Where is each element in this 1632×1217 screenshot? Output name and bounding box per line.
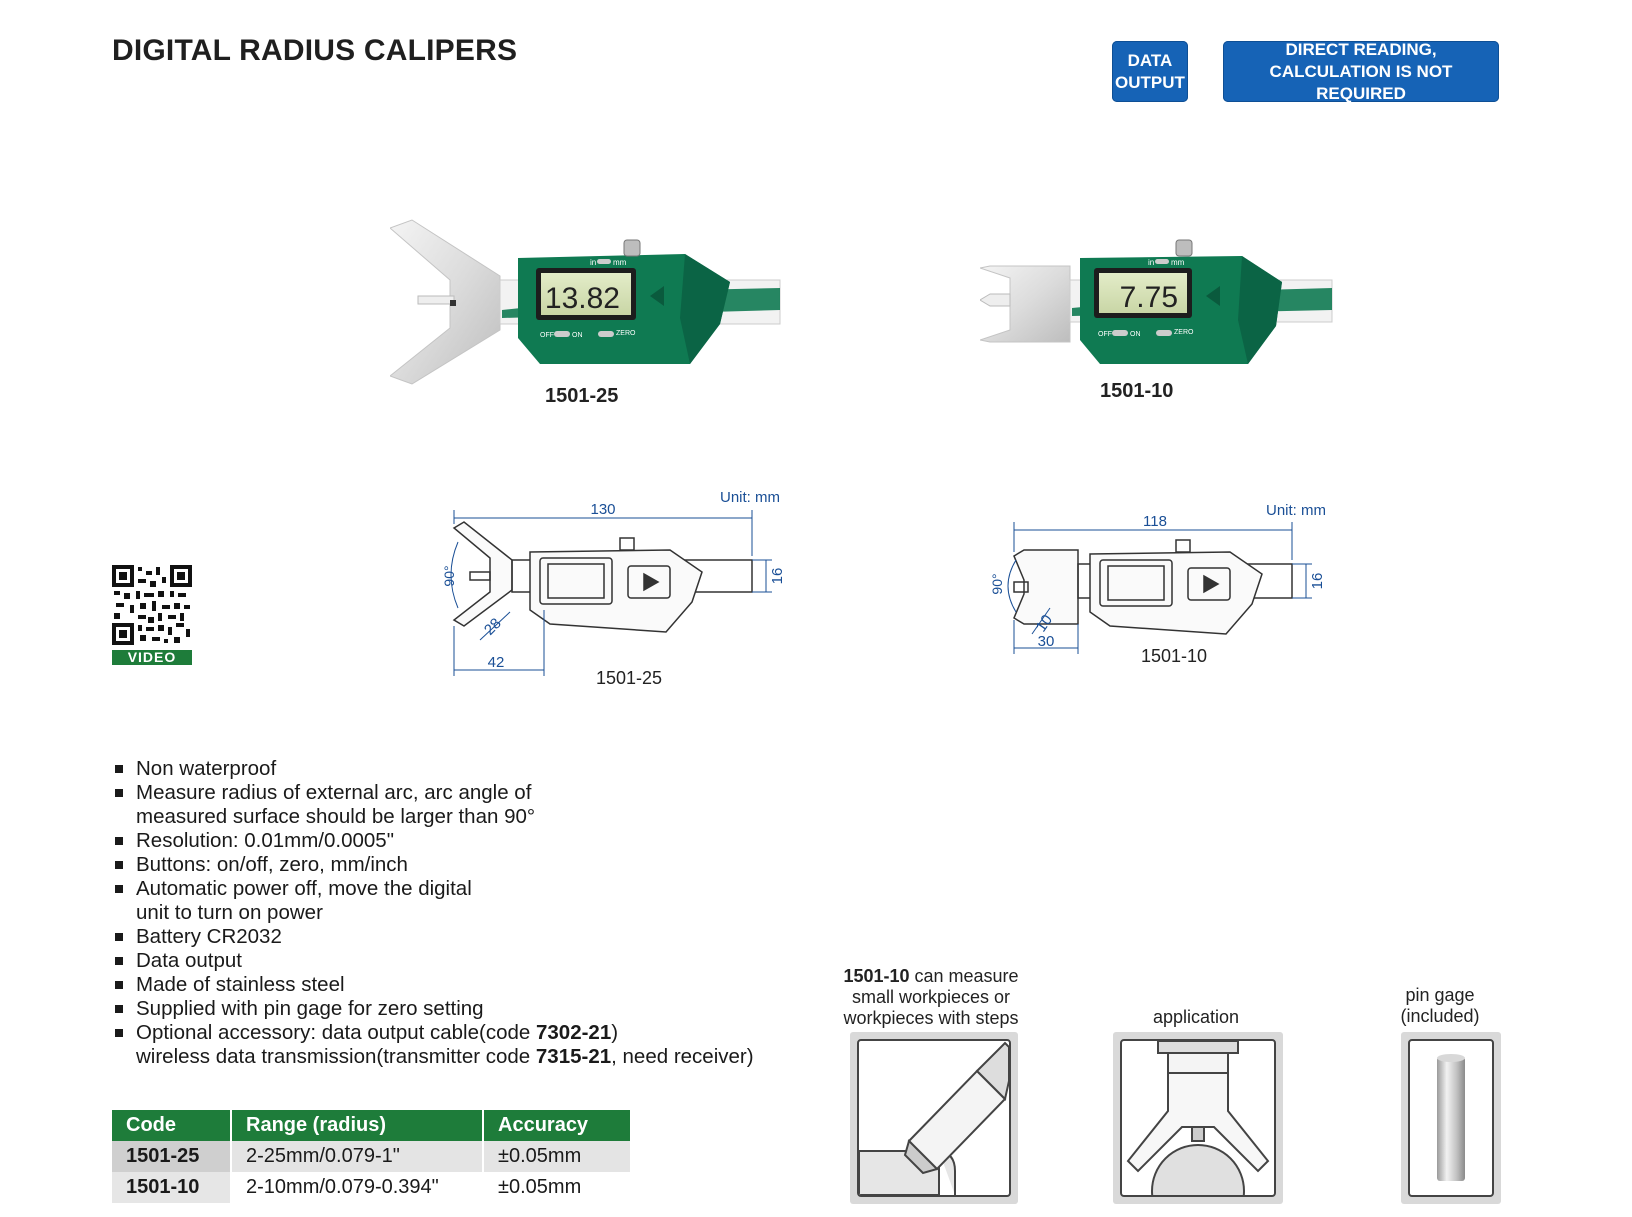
feature-item: Made of stainless steel [112, 973, 754, 997]
switch-label: ZERO [1174, 329, 1194, 336]
image-caption: 1501-10 can measure small workpieces or … [828, 966, 1034, 1029]
qr-icon [112, 565, 192, 645]
dimension-angle: 90° [441, 565, 457, 586]
video-label: VIDEO [112, 650, 192, 665]
dimension-length: 118 [1143, 513, 1167, 530]
table-cell: ±0.05mm [483, 1172, 632, 1203]
feature-item: Non waterproof [112, 757, 754, 781]
dimension-height: 16 [769, 568, 786, 585]
feature-item: Buttons: on/off, zero, mm/inch [112, 853, 754, 877]
drawing-model-label: 1501-25 [596, 668, 663, 688]
video-qr-code[interactable]: VIDEO [112, 565, 192, 665]
pin-gage-illustration [1437, 1054, 1465, 1181]
image-application [1113, 1032, 1283, 1204]
direct-reading-badge: DIRECT READING, CALCULATION IS NOT REQUI… [1223, 39, 1499, 103]
feature-text: , need receiver) [611, 1045, 754, 1068]
image-caption: pin gage (included) [1380, 985, 1500, 1027]
caption-text: small workpieces or [851, 987, 1011, 1007]
caption-bold: 1501-10 [843, 966, 910, 986]
feature-item: wireless data transmission(transmitter c… [112, 1045, 754, 1069]
badge-line: DIRECT READING, [1285, 39, 1437, 59]
dimension-base: 30 [1038, 633, 1055, 650]
dimension-length: 130 [590, 501, 615, 518]
table-cell: ±0.05mm [483, 1141, 632, 1172]
caption-text: (included) [1400, 1006, 1480, 1026]
badge-line: DATA [1127, 50, 1173, 70]
table-header: Code [112, 1110, 232, 1141]
switch-label: ON [572, 332, 583, 339]
caption-text: workpieces with steps [843, 1008, 1019, 1028]
lcd-reading: 7.75 [1120, 281, 1178, 314]
product-model-label: 1501-10 [1100, 380, 1174, 402]
badge-line: OUTPUT [1115, 72, 1185, 92]
dimension-angle: 90° [989, 573, 1005, 594]
drawing-1501-25: 130 16 90° 28 42 [441, 501, 786, 676]
table-row: 1501-10 2-10mm/0.079-0.394" ±0.05mm [112, 1172, 632, 1203]
feature-item: measured surface should be larger than 9… [136, 805, 536, 828]
feature-item: Measure radius of external arc, arc angl… [112, 781, 754, 805]
caption-text: can measure [909, 966, 1019, 986]
feature-item: Resolution: 0.01mm/0.0005" [112, 829, 754, 853]
image-caption: application [1152, 1007, 1240, 1027]
feature-text: wireless data transmission(transmitter c… [136, 1045, 536, 1068]
caption-text: pin gage [1405, 985, 1475, 1005]
product-model-label: 1501-25 [545, 385, 619, 407]
switch-label: OFF [540, 332, 554, 339]
switch-label: mm [613, 258, 627, 267]
feature-text: ) [611, 1021, 619, 1044]
feature-code: 7315-21 [535, 1045, 612, 1068]
feature-item: Data output [112, 949, 754, 973]
application-illustration [1126, 1041, 1270, 1195]
badge-line: CALCULATION IS NOT REQUIRED [1269, 61, 1453, 103]
switch-label: ON [1130, 331, 1141, 338]
table-header: Range (radius) [231, 1110, 484, 1141]
dimension-base: 42 [488, 654, 505, 671]
unit-label: Unit: mm [720, 489, 780, 506]
dimension-jaw: 10 [1033, 612, 1056, 635]
table-cell: 2-25mm/0.079-1" [231, 1141, 484, 1172]
switch-label: mm [1171, 258, 1185, 267]
page-title: DIGITAL RADIUS CALIPERS [112, 34, 518, 67]
caliper-photo-1501-25: 13.82 in mm OFF ON ZERO [390, 219, 781, 385]
switch-label: ZERO [616, 330, 636, 337]
unit-label: Unit: mm [1266, 502, 1326, 519]
table-row: 1501-25 2-25mm/0.079-1" ±0.05mm [112, 1141, 632, 1172]
data-output-badge: DATA OUTPUT [1112, 41, 1188, 102]
image-small-workpieces [850, 1032, 1018, 1204]
table-header: Accuracy [483, 1110, 632, 1141]
switch-label: in [1148, 258, 1154, 267]
workpiece-illustration [859, 1041, 1009, 1195]
feature-item: Automatic power off, move the digital [112, 877, 754, 901]
switch-label: in [590, 258, 596, 267]
dimension-height: 16 [1309, 573, 1326, 590]
table-cell: 2-10mm/0.079-0.394" [231, 1172, 484, 1203]
feature-item: unit to turn on power [136, 901, 323, 924]
table-cell: 1501-25 [112, 1141, 232, 1172]
drawing-1501-10: 118 16 90° 10 30 [989, 513, 1326, 654]
image-pin-gage [1401, 1032, 1501, 1204]
table-cell: 1501-10 [112, 1172, 232, 1203]
switch-label: OFF [1098, 331, 1112, 338]
lcd-reading: 13.82 [545, 282, 620, 315]
feature-item: Optional accessory: data output cable(co… [112, 1021, 754, 1045]
feature-item: Supplied with pin gage for zero setting [112, 997, 754, 1021]
spec-table: Code Range (radius) Accuracy 1501-25 2-2… [112, 1110, 632, 1203]
feature-text: Optional accessory: data output cable(co… [136, 1021, 536, 1044]
feature-item: Battery CR2032 [112, 925, 754, 949]
feature-code: 7302-21 [536, 1021, 612, 1044]
caliper-photo-1501-10: 7.75 in mm OFF ON ZERO [980, 239, 1333, 364]
drawing-model-label: 1501-10 [1141, 646, 1208, 666]
